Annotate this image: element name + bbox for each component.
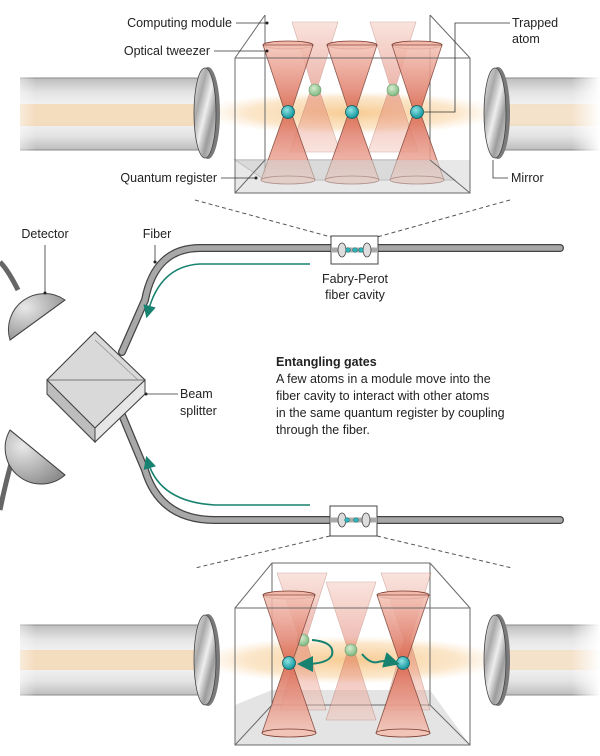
trapped-atom-icon (282, 656, 296, 670)
bottom-left-optical-tube (0, 623, 200, 697)
atom-motion-arrow-icon (361, 652, 400, 668)
top-right-optical-tube (505, 76, 600, 152)
top-left-optical-tube (0, 76, 200, 152)
top-fabry-perot-cavity (330, 235, 379, 265)
cavity-label-line2: fiber cavity (325, 288, 385, 302)
beam-splitter-icon (46, 331, 146, 444)
caption: Entangling gates A few atoms in a module… (276, 355, 505, 437)
bottom-module-box-front (234, 607, 471, 746)
bottom-module (0, 562, 600, 746)
trapped-atom-icon (345, 105, 359, 119)
trapped-atom-label-line1: Trapped (512, 16, 558, 30)
trapped-atom-label-line2: atom (512, 32, 540, 46)
trapped-atom-icon (396, 656, 410, 670)
atom-motion-arrow-icon (297, 639, 334, 672)
fiber-network: Fabry-Perot fiber cavity Beam splitter (0, 227, 600, 537)
top-module-box-front (234, 57, 471, 194)
caption-line: fiber cavity to interact with other atom… (276, 389, 489, 403)
cavity-label-line1: Fabry-Perot (322, 272, 389, 286)
trapped-atom-icon (344, 643, 358, 657)
mirror-label: Mirror (511, 171, 544, 185)
mirror-icon (193, 67, 220, 159)
detector-icon (0, 260, 66, 341)
bottom-zoom-lines (194, 535, 513, 569)
bottom-right-optical-tube (505, 623, 600, 697)
beam-splitter-label-line1: Beam (180, 387, 213, 401)
quantum-register-label: Quantum register (120, 171, 217, 185)
optical-tweezer-icon (261, 590, 317, 738)
top-module: Computing module Optical tweezer Quantum… (0, 14, 600, 194)
top-zoom-lines (194, 199, 511, 238)
trapped-atom-icon (308, 83, 322, 97)
mirror-icon (193, 614, 220, 706)
computing-module-label: Computing module (127, 16, 232, 30)
beam-splitter-label-line2: splitter (180, 404, 217, 418)
caption-line: in the same quantum register by coupling (276, 406, 505, 420)
caption-heading: Entangling gates (276, 355, 377, 369)
photon-arrow-icon (143, 455, 310, 506)
top-leader-lines (214, 22, 510, 179)
bottom-fabry-perot-cavity (329, 505, 378, 537)
optical-tweezer-label: Optical tweezer (124, 44, 210, 58)
caption-line: through the fiber. (276, 423, 370, 437)
mirror-icon (483, 67, 510, 159)
bottom-back-tweezers (276, 572, 432, 721)
detector-icon (0, 429, 66, 511)
photon-arrow-icon (143, 263, 310, 319)
bottom-front-tweezers (261, 590, 431, 738)
optical-tweezer-icon (375, 590, 431, 738)
trapped-atom-icon (386, 83, 400, 97)
detector-label: Detector (21, 227, 68, 241)
caption-line: A few atoms in a module move into the (276, 372, 491, 386)
mirror-icon (483, 614, 510, 706)
trapped-atom-icon (281, 105, 295, 119)
fiber-label: Fiber (143, 227, 171, 241)
trapped-atom-icon (410, 105, 424, 119)
